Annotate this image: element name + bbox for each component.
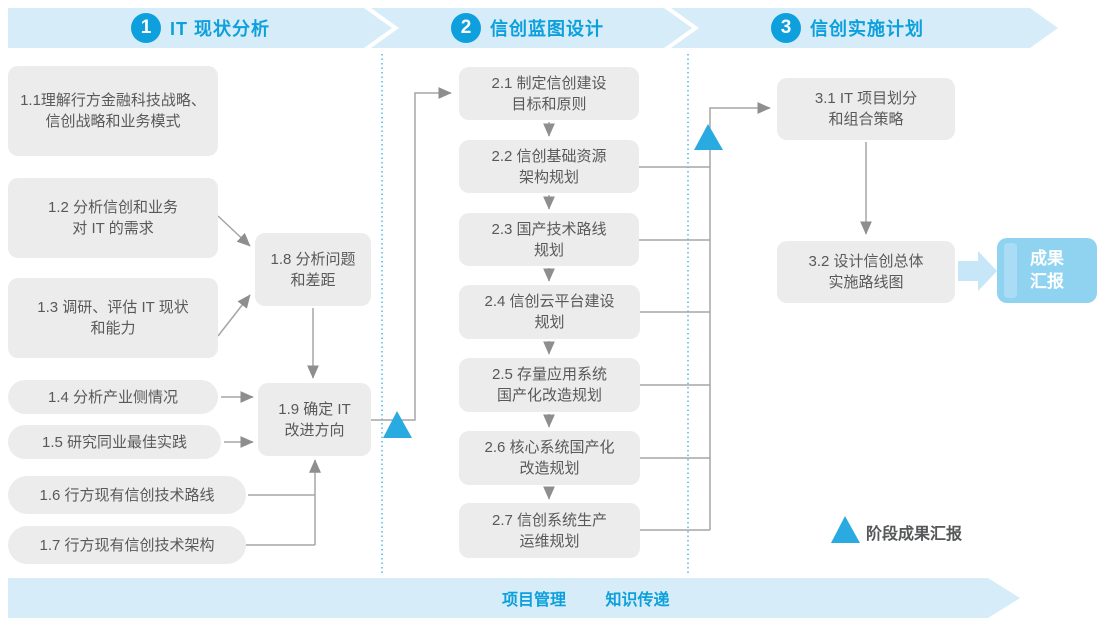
task-box-1-9-line2: 改进方向 bbox=[284, 421, 345, 439]
connector-1-2-to-1-8 bbox=[217, 215, 251, 247]
task-box-2-3-line2: 规划 bbox=[533, 241, 564, 259]
result-report-box: 成果 汇报 bbox=[997, 238, 1097, 303]
connector-bus-to-3-1 bbox=[709, 102, 771, 530]
task-box-1-8: 1.8 分析问题 和差距 bbox=[255, 233, 371, 306]
task-box-2-3-line1: 2.3 国产技术路线 bbox=[491, 220, 607, 238]
phase2-header: 2 信创蓝图设计 bbox=[451, 11, 604, 45]
phase1-number-badge: 1 bbox=[131, 13, 161, 43]
phase3-number-badge: 3 bbox=[771, 13, 801, 43]
phase3-header: 3 信创实施计划 bbox=[771, 11, 924, 45]
connector-1-3-to-1-8 bbox=[217, 294, 251, 337]
task-box-1-6: 1.6 行方现有信创技术路线 bbox=[8, 476, 246, 514]
phase1-title: IT 现状分析 bbox=[170, 19, 270, 39]
task-box-2-7: 2.7 信创系统生产 运维规划 bbox=[459, 503, 640, 558]
task-box-1-4: 1.4 分析产业侧情况 bbox=[8, 380, 218, 414]
deliverable-arrow bbox=[958, 251, 997, 291]
footer-knowledge-transfer-label: 知识传递 bbox=[605, 592, 670, 609]
task-box-2-5: 2.5 存量应用系统 国产化改造规划 bbox=[459, 358, 640, 412]
task-box-1-3-line1: 1.3 调研、评估 IT 现状 bbox=[37, 299, 189, 316]
phase3-title: 信创实施计划 bbox=[810, 19, 924, 39]
task-box-2-5-line2: 国产化改造规划 bbox=[496, 387, 602, 404]
task-box-1-6-line1: 1.6 行方现有信创技术路线 bbox=[39, 486, 215, 504]
task-box-1-9-line1: 1.9 确定 IT bbox=[278, 400, 351, 418]
task-box-1-3: 1.3 调研、评估 IT 现状 和能力 bbox=[8, 278, 218, 358]
task-box-2-2-line2: 架构规划 bbox=[518, 168, 579, 186]
task-box-2-4-line1: 2.4 信创云平台建设 bbox=[484, 293, 615, 310]
task-box-2-6: 2.6 核心系统国产化 改造规划 bbox=[459, 431, 640, 485]
task-box-2-3: 2.3 国产技术路线 规划 bbox=[459, 213, 639, 266]
legend-milestone-label: 阶段成果汇报 bbox=[866, 526, 963, 543]
task-box-3-1-line1: 3.1 IT 项目划分 bbox=[814, 90, 918, 107]
task-box-1-7-line1: 1.7 行方现有信创技术架构 bbox=[39, 536, 215, 554]
task-box-2-1-line1: 2.1 制定信创建设 bbox=[491, 74, 607, 92]
phase1-header: 1 IT 现状分析 bbox=[131, 11, 270, 45]
task-box-1-5: 1.5 研究同业最佳实践 bbox=[8, 425, 221, 459]
task-box-1-8-line1: 1.8 分析问题 bbox=[270, 250, 356, 268]
task-box-3-1: 3.1 IT 项目划分 和组合策略 bbox=[777, 78, 955, 140]
task-box-2-1-line2: 目标和原则 bbox=[511, 95, 587, 113]
task-box-1-1-line1: 1.1理解行方金融科技战略、 bbox=[20, 92, 206, 109]
task-box-2-2: 2.2 信创基础资源 架构规划 bbox=[459, 140, 639, 193]
result-report-line2: 汇报 bbox=[1030, 271, 1064, 291]
task-box-3-2: 3.2 设计信创总体 实施路线图 bbox=[777, 241, 955, 303]
task-box-2-7-line1: 2.7 信创系统生产 bbox=[491, 511, 608, 529]
task-box-2-1: 2.1 制定信创建设 目标和原则 bbox=[459, 67, 639, 120]
task-box-1-4-line1: 1.4 分析产业侧情况 bbox=[47, 388, 179, 406]
task-box-1-5-line1: 1.5 研究同业最佳实践 bbox=[41, 433, 188, 451]
task-box-2-6-line2: 改造规划 bbox=[519, 460, 580, 477]
task-box-3-1-line2: 和组合策略 bbox=[828, 111, 904, 128]
task-box-2-4: 2.4 信创云平台建设 规划 bbox=[459, 285, 640, 339]
phase2-number-badge: 2 bbox=[451, 13, 481, 43]
task-box-1-7: 1.7 行方现有信创技术架构 bbox=[8, 526, 246, 564]
phase2-title: 信创蓝图设计 bbox=[490, 19, 604, 39]
task-box-1-8-line2: 和差距 bbox=[290, 271, 336, 289]
task-box-1-1-line2: 信创战略和业务模式 bbox=[45, 113, 181, 130]
result-report-line1: 成果 bbox=[1030, 248, 1064, 268]
task-box-1-2: 1.2 分析信创和业务 对 IT 的需求 bbox=[8, 178, 218, 258]
milestone-triangle-phase2 bbox=[694, 124, 723, 150]
task-box-1-3-line2: 和能力 bbox=[90, 320, 136, 337]
task-box-2-6-line1: 2.6 核心系统国产化 bbox=[484, 439, 615, 456]
task-box-2-2-line1: 2.2 信创基础资源 bbox=[491, 147, 607, 165]
task-box-1-9: 1.9 确定 IT 改进方向 bbox=[258, 383, 371, 456]
task-box-2-4-line2: 规划 bbox=[534, 314, 565, 331]
task-box-1-2-line2: 对 IT 的需求 bbox=[72, 220, 154, 237]
task-box-3-2-line1: 3.2 设计信创总体 bbox=[808, 253, 924, 270]
task-box-1-1: 1.1理解行方金融科技战略、 信创战略和业务模式 bbox=[8, 66, 218, 156]
task-box-2-7-line2: 运维规划 bbox=[519, 532, 580, 550]
legend-triangle-icon bbox=[831, 516, 860, 543]
task-box-1-2-line1: 1.2 分析信创和业务 bbox=[47, 199, 179, 216]
connector-1-9-to-2-1 bbox=[371, 87, 452, 421]
task-box-3-2-line2: 实施路线图 bbox=[828, 274, 904, 291]
task-box-2-5-line1: 2.5 存量应用系统 bbox=[491, 366, 608, 383]
milestone-triangle-phase1 bbox=[383, 411, 412, 438]
